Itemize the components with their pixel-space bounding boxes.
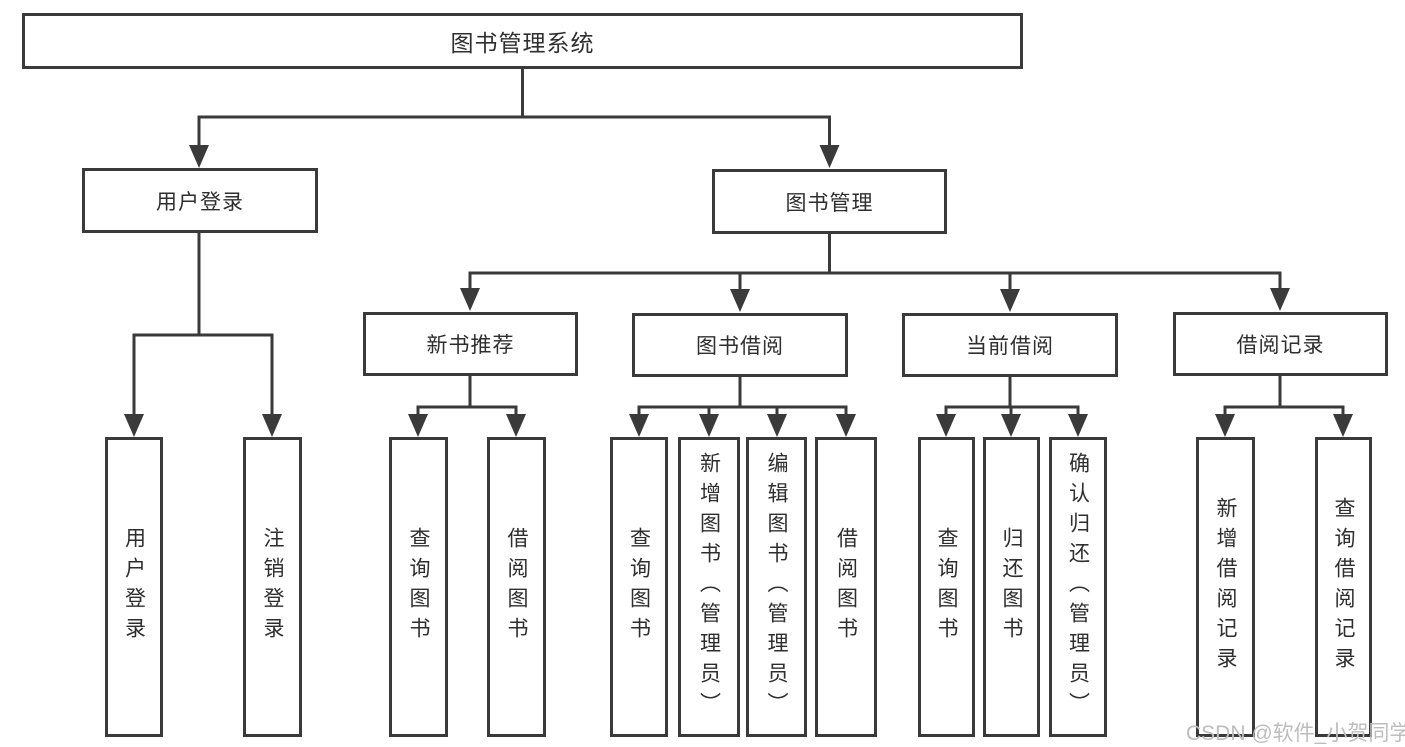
node-current-borrow: 当前借阅 (902, 313, 1118, 377)
connector-root-to-level2 (197, 69, 831, 148)
leaf-logout: 注销登录 (243, 437, 302, 737)
arrowhead (408, 414, 428, 437)
arrowhead (836, 414, 856, 437)
connector-book-management-to-level3 (468, 234, 1282, 292)
arrowhead (1333, 414, 1353, 437)
leaf-user-login: 用户登录 (105, 437, 163, 737)
arrowhead (124, 414, 144, 437)
leaf-borrow-books: 借阅图书 (815, 437, 877, 737)
node-label: 新增图书（管理员） (697, 452, 721, 722)
node-label: 借阅图书 (505, 527, 528, 647)
arrowhead (460, 288, 480, 311)
csdn-watermark: CSDN @软件_小贺同学 (1186, 722, 1405, 745)
node-label: 借阅记录 (1236, 334, 1325, 357)
connector-book-borrow-children (637, 377, 848, 418)
connector-borrow-record-children (1223, 376, 1345, 418)
arrowhead (1068, 414, 1088, 437)
node-label: 当前借阅 (966, 335, 1054, 358)
arrowhead (936, 414, 956, 437)
arrowhead (262, 414, 282, 437)
node-label: 注销登录 (261, 527, 284, 647)
node-label: 归还图书 (1000, 527, 1023, 647)
node-book-management: 图书管理 (712, 169, 947, 234)
node-label: 用户登录 (156, 190, 244, 214)
node-label: 新书推荐 (426, 334, 515, 357)
leaf-query-books-current: 查询图书 (918, 437, 975, 737)
node-label: 查询借阅记录 (1332, 497, 1355, 677)
node-label: 图书管理 (785, 191, 874, 215)
node-borrow-records: 借阅记录 (1173, 312, 1388, 376)
connector-new-book-children (416, 376, 518, 418)
leaf-edit-books-admin: 编辑图书（管理员） (746, 437, 807, 737)
arrowhead (1215, 414, 1235, 437)
node-label: 确认归还（管理员） (1066, 452, 1090, 722)
leaf-query-books-borrow: 查询图书 (610, 437, 668, 737)
arrowhead (1270, 288, 1290, 311)
arrowhead (767, 414, 787, 437)
arrowhead (189, 145, 209, 168)
leaf-add-borrow-record: 新增借阅记录 (1196, 437, 1255, 737)
node-label: 图书管理系统 (450, 30, 595, 56)
connector-current-borrow-children (944, 377, 1080, 418)
node-label: 新增借阅记录 (1214, 497, 1237, 677)
node-label: 借阅图书 (834, 527, 858, 647)
node-book-borrow: 图书借阅 (632, 313, 848, 377)
leaf-confirm-return-admin: 确认归还（管理员） (1049, 437, 1107, 737)
leaf-query-books-recommend: 查询图书 (389, 437, 448, 737)
arrowhead (629, 414, 649, 437)
leaf-return-books: 归还图书 (983, 437, 1040, 737)
node-library-management-system: 图书管理系统 (22, 13, 1023, 69)
arrowhead (1000, 289, 1020, 312)
node-user-login: 用户登录 (82, 168, 318, 233)
leaf-add-books-admin: 新增图书（管理员） (678, 437, 740, 737)
node-label: 查询图书 (407, 527, 430, 647)
node-label: 图书借阅 (696, 335, 784, 358)
node-label: 编辑图书（管理员） (765, 452, 788, 722)
connector-user-login-children (132, 232, 274, 418)
node-new-book-recommend: 新书推荐 (363, 312, 578, 376)
arrowhead (819, 145, 840, 168)
arrowhead (730, 289, 750, 312)
node-label: 查询图书 (935, 527, 958, 647)
arrowhead (506, 414, 526, 437)
leaf-borrow-books-recommend: 借阅图书 (487, 437, 546, 737)
node-label: 查询图书 (627, 527, 651, 647)
arrowhead (699, 414, 719, 437)
node-label: 用户登录 (122, 527, 146, 647)
leaf-query-borrow-record: 查询借阅记录 (1315, 437, 1372, 737)
arrowhead (1001, 414, 1021, 437)
